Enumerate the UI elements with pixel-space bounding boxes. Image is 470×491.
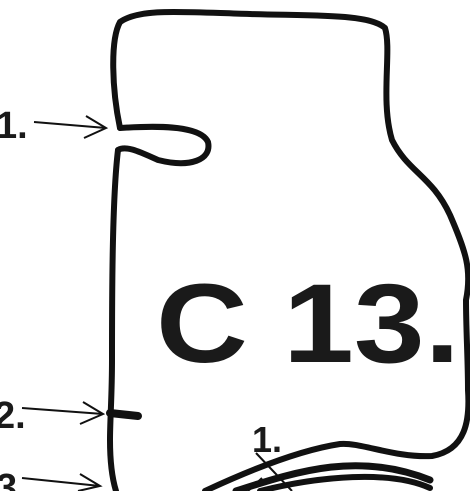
callout-label-2: 2. xyxy=(0,395,26,437)
callout-label-4: 1. xyxy=(252,419,282,460)
callout-arrow-3 xyxy=(21,473,103,491)
callout-label-1: 1. xyxy=(0,105,28,147)
notch-small xyxy=(106,409,142,420)
heel-pad-line xyxy=(232,462,434,491)
callout-arrow-2 xyxy=(21,401,106,425)
mat-left-edge xyxy=(106,147,121,491)
callout-arrow-1 xyxy=(33,115,109,139)
notch-top xyxy=(115,123,212,167)
callout-label-3: 3 xyxy=(0,467,17,491)
callout-arrow-4 xyxy=(247,452,293,491)
product-code: C 13. xyxy=(156,261,460,386)
heel-pad-line-2 xyxy=(257,473,433,491)
mat-outline xyxy=(110,8,470,491)
